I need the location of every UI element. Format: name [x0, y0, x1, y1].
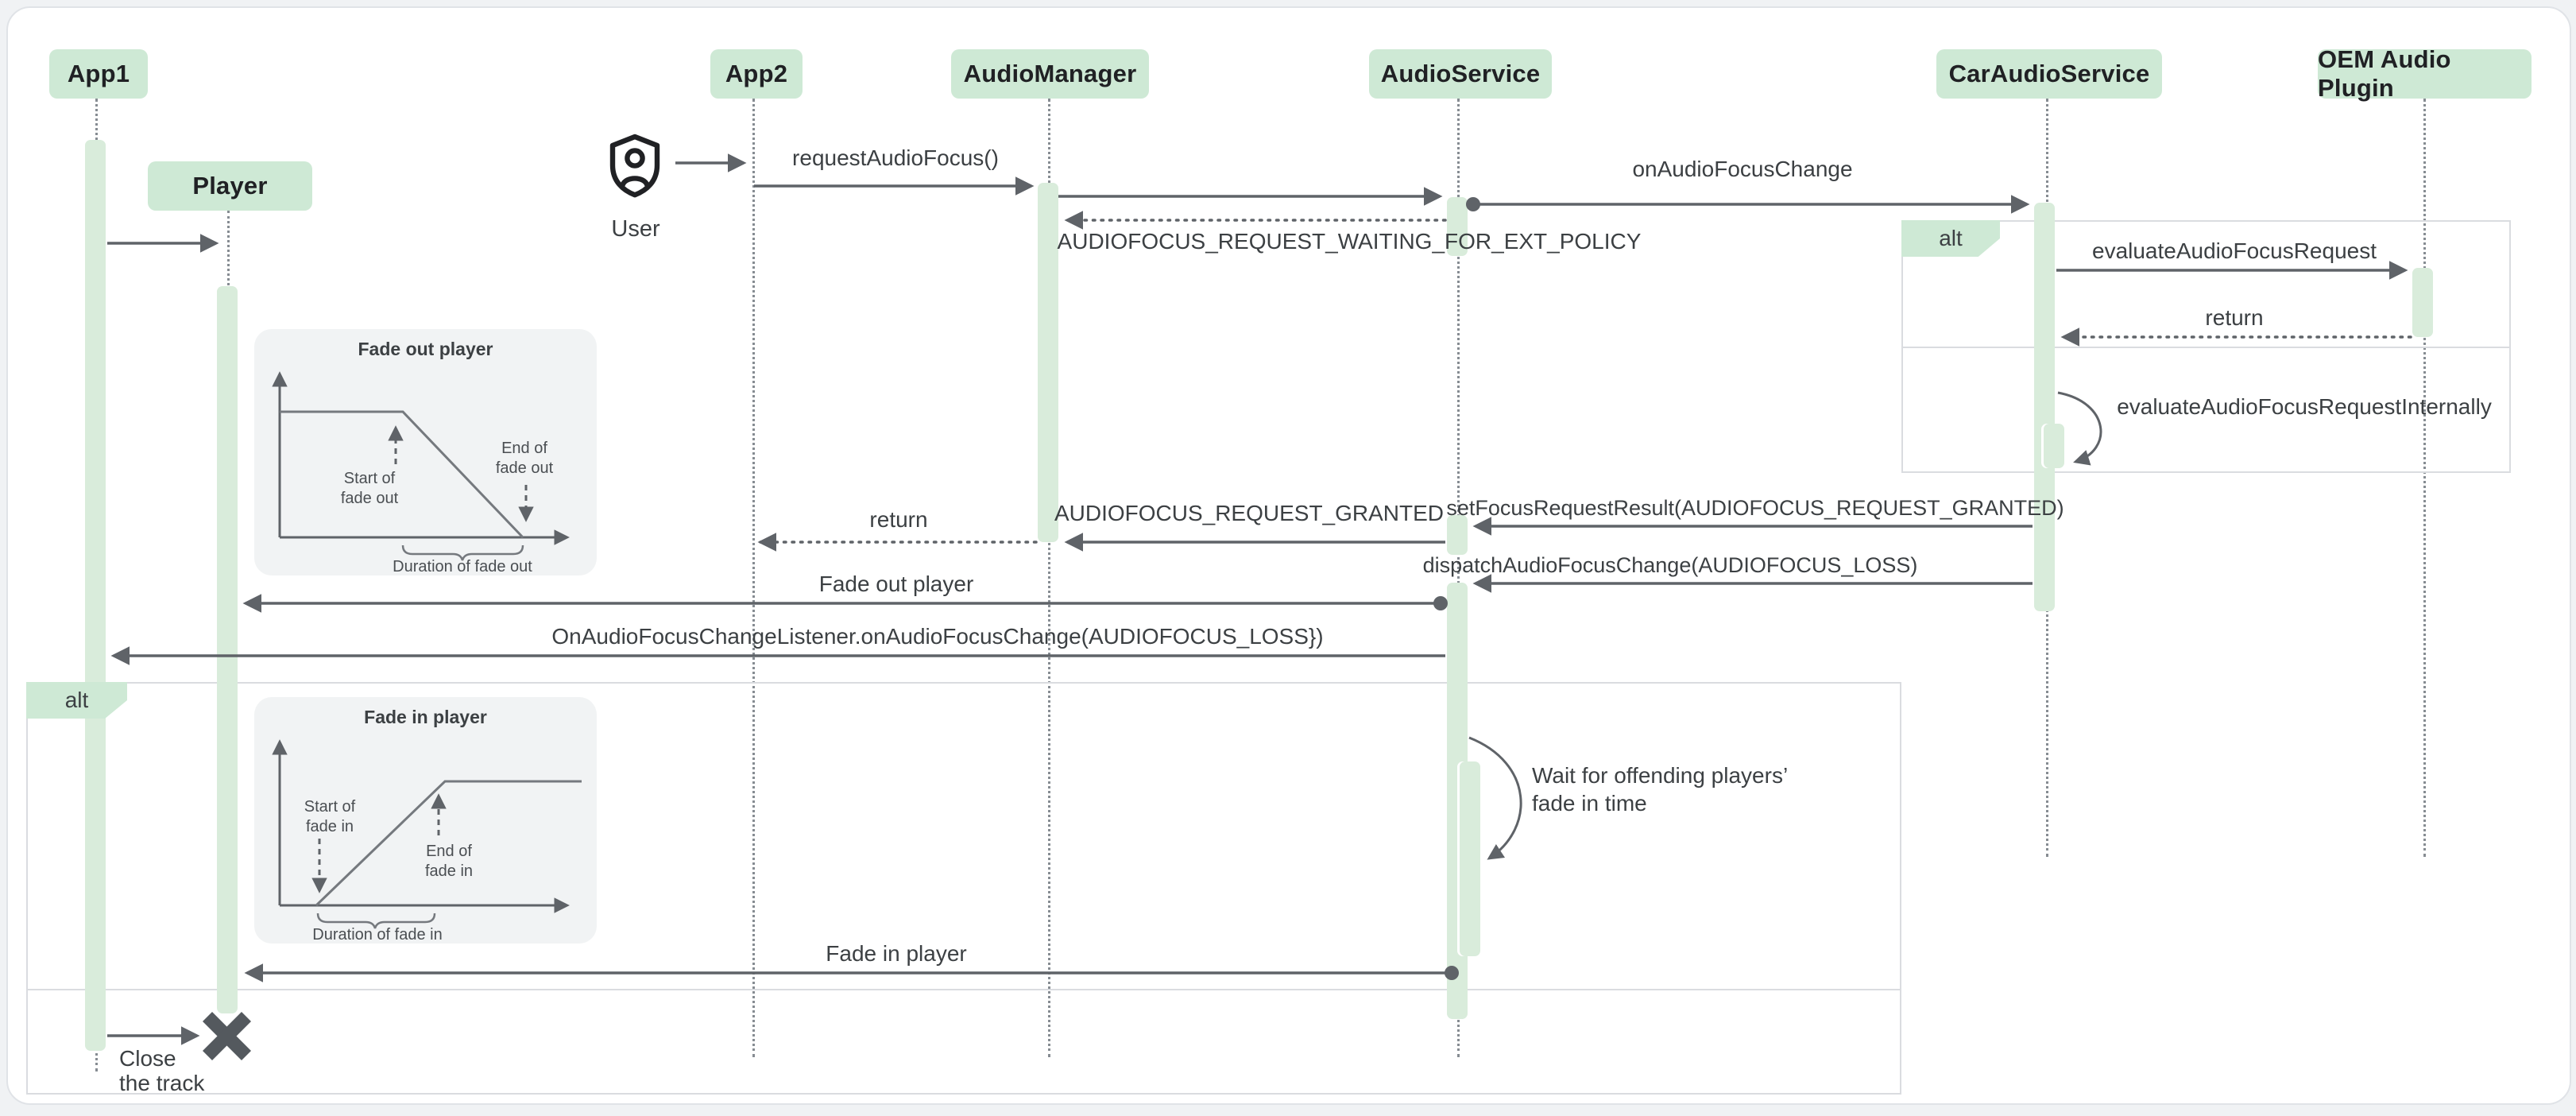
activation-audioservice-2: [1447, 515, 1468, 555]
lifeline-oem-audio-plugin: [2423, 99, 2426, 857]
object-player: Player: [148, 161, 312, 211]
fade-out-title: Fade out player: [358, 339, 493, 359]
activation-caraudioservice-internal: [2044, 424, 2064, 468]
lifeline-app2: [752, 99, 755, 1057]
msg-close-track: Close the track: [119, 1046, 205, 1095]
msg-waiting: AUDIOFOCUS_REQUEST_WAITING_FOR_EXT_POLIC…: [1057, 229, 1642, 254]
participant-app2: App2: [710, 49, 803, 99]
activation-player: [217, 286, 238, 1013]
lifeline-player: [227, 211, 230, 290]
activation-audioservice-1: [1447, 197, 1468, 256]
fade-in-duration-label: Duration of fade in: [312, 926, 443, 944]
msg-return-right: return: [2205, 305, 2264, 330]
participant-caraudioservice: CarAudioService: [1936, 49, 2162, 99]
fade-in-title: Fade in player: [364, 707, 487, 727]
participant-oem-audio-plugin: OEM Audio Plugin: [2318, 45, 2532, 102]
fade-out-duration-label: Duration of fade out: [393, 558, 532, 575]
msg-fade-in: Fade in player: [826, 941, 967, 966]
alt-fragment-left-divider: [26, 989, 1901, 990]
msg-dispatch: dispatchAudioFocusChange(AUDIOFOCUS_LOSS…: [1422, 553, 1918, 577]
alt-fragment-right-tag: alt: [1901, 220, 2000, 257]
participant-audiomanager: AudioManager: [951, 49, 1149, 99]
alt-fragment-left-tag: alt: [26, 682, 127, 719]
msg-wait-note: Wait for offending players’ fade in time: [1532, 763, 1789, 816]
lifeline-audioservice: [1457, 99, 1460, 1057]
fade-in-chart: [272, 739, 582, 929]
msg-focus-listener: OnAudioFocusChangeListener.onAudioFocusC…: [551, 624, 1324, 649]
activation-caraudioservice: [2034, 203, 2055, 611]
msg-request-audio-focus: requestAudioFocus(): [792, 145, 999, 170]
fade-out-chart: [272, 371, 570, 561]
msg-fade-out: Fade out player: [818, 572, 974, 596]
msg-evaluate: evaluateAudioFocusRequest: [2091, 238, 2377, 263]
msg-return-left: return: [869, 507, 928, 532]
activation-audioservice-wait: [1460, 761, 1480, 956]
alt-fragment-right-divider: [1901, 347, 2511, 348]
activation-app1: [85, 140, 106, 1051]
user-label: User: [611, 216, 660, 242]
activation-oem: [2412, 268, 2433, 337]
msg-on-audio-focus-change: onAudioFocusChange: [1632, 157, 1853, 181]
alt-fragment-left: [26, 682, 1901, 1095]
activation-audiomanager: [1038, 183, 1058, 542]
msg-evaluate-internally: evaluateAudioFocusRequestInternally: [2117, 394, 2492, 419]
msg-set-focus-result: setFocusRequestResult(AUDIOFOCUS_REQUEST…: [1446, 496, 2064, 520]
lifeline-audiomanager: [1048, 99, 1050, 1057]
participant-audioservice: AudioService: [1369, 49, 1552, 99]
msg-granted: AUDIOFOCUS_REQUEST_GRANTED: [1054, 501, 1445, 525]
participant-app1: App1: [49, 49, 148, 99]
